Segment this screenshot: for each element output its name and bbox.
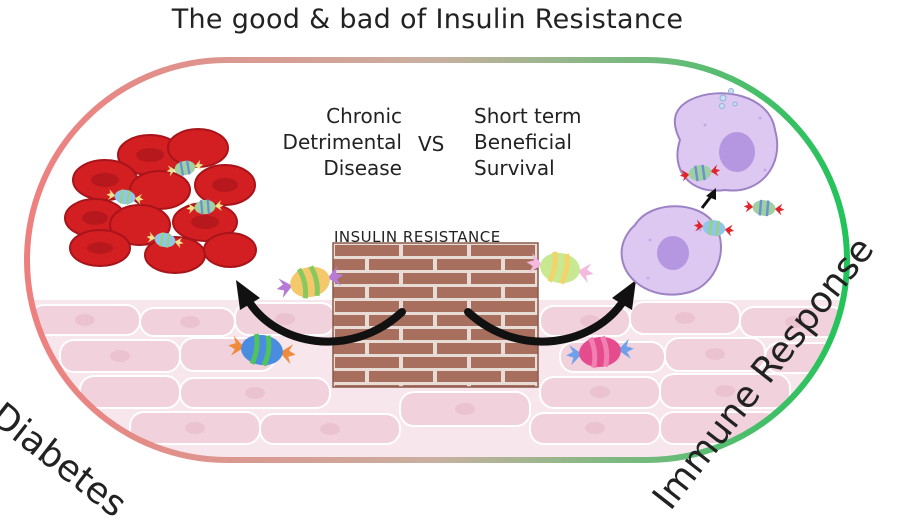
capsule-outline <box>24 57 850 463</box>
right-line-3: Survival <box>474 156 555 180</box>
right-line-1: Short term <box>474 104 582 128</box>
diagram-title: The good & bad of Insulin Resistance <box>171 4 684 35</box>
candy-icon <box>105 159 225 249</box>
red-blood-cell-icon <box>64 128 257 274</box>
diagram-canvas <box>24 57 850 463</box>
candy-icon <box>678 164 785 237</box>
arrow-icon <box>700 188 716 209</box>
detrimental-column: Chronic Detrimental Disease <box>262 103 402 181</box>
left-line-3: Disease <box>323 156 402 180</box>
beneficial-column: Short term Beneficial Survival <box>474 103 634 181</box>
vs-label: VS <box>418 132 445 156</box>
wall-label: INSULIN RESISTANCE <box>334 228 501 246</box>
curved-arrow-icon <box>244 296 628 346</box>
right-line-2: Beneficial <box>474 130 572 154</box>
left-line-2: Detrimental <box>282 130 402 154</box>
brick-wall-icon <box>332 242 539 388</box>
arrowhead-icon <box>236 280 636 310</box>
immune-cell-icon <box>620 88 779 296</box>
left-line-1: Chronic <box>326 104 402 128</box>
candy-icon <box>226 251 635 369</box>
